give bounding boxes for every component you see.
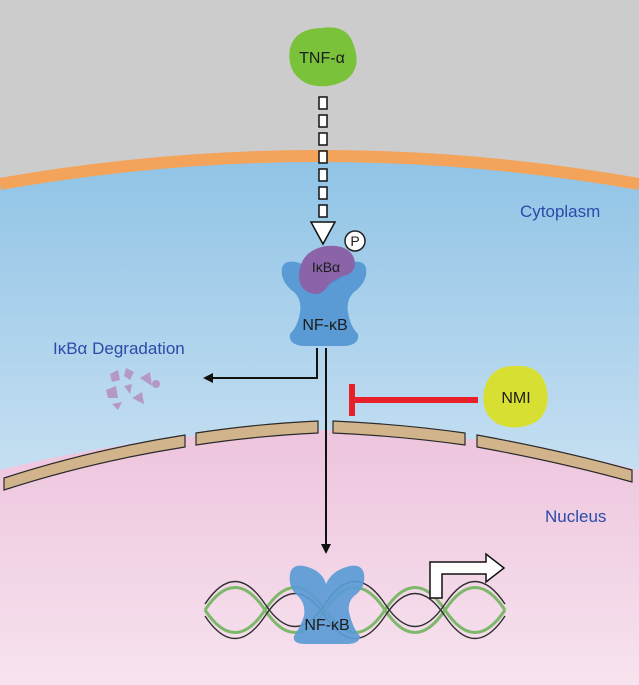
nmi-inhibition (349, 384, 478, 416)
nmi-label: NMI (501, 390, 530, 407)
transcription-arrow (429, 552, 506, 599)
ikba-label: IκBα (312, 259, 340, 275)
nfkb-nucleus-label: NF-κB (304, 617, 349, 634)
nucleus-label: Nucleus (545, 507, 606, 526)
cytoplasm-label: Cytoplasm (520, 202, 600, 221)
phosphate-group: P (344, 230, 366, 252)
tnf-alpha-ligand: TNF-α (289, 27, 357, 87)
phosphate-label: P (350, 233, 359, 249)
nfkb-complex-nucleus: NF-κB (289, 565, 365, 644)
degradation-arrow (203, 348, 318, 383)
nmi-protein: NMI (483, 365, 548, 428)
nuclear-envelope (3, 420, 633, 491)
ikba-protein: IκBα (299, 245, 355, 294)
signaling-arrow (309, 96, 337, 246)
nfkb-cytoplasm-label: NF-κB (302, 317, 347, 334)
ikba-degradation-label: IκBα Degradation (53, 339, 185, 358)
ikba-fragments (106, 368, 160, 410)
nucleus-region (0, 430, 639, 685)
tnf-alpha-label: TNF-α (299, 50, 345, 67)
